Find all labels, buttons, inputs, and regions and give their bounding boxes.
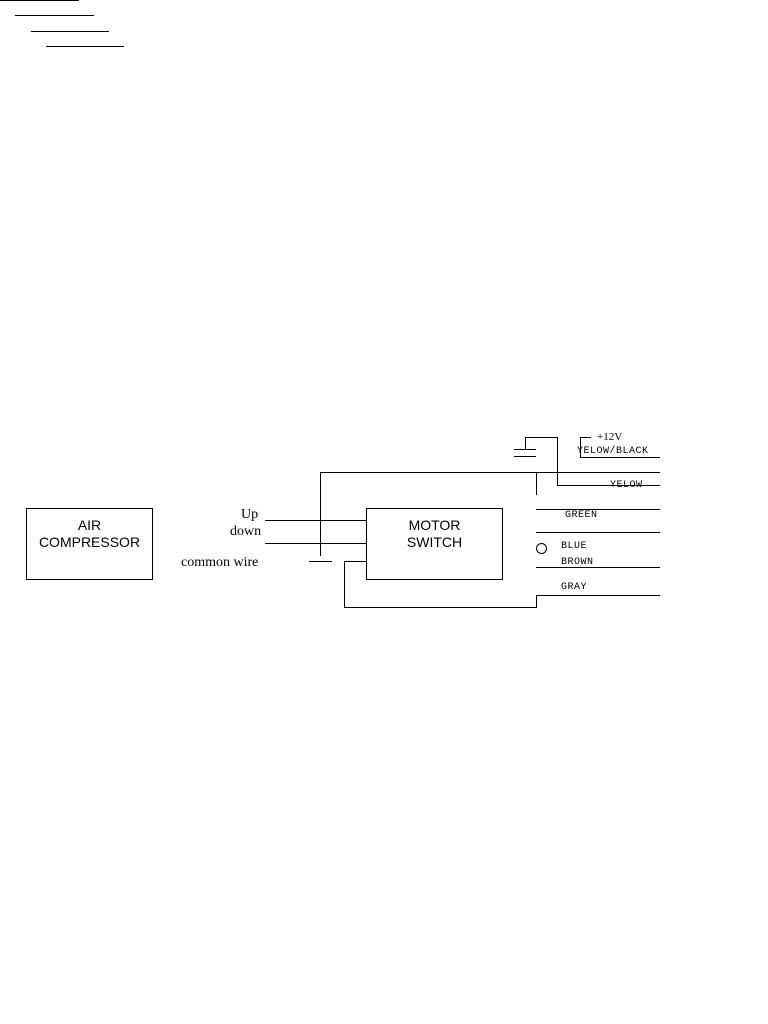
motor-switch-label-line-2: SWITCH: [406, 534, 463, 550]
plus-12v-label: +12V: [597, 431, 623, 443]
yellow-black-wire: [580, 457, 660, 458]
air-compressor-box: AIR COMPRESSOR: [26, 508, 153, 580]
blue-wire-connector-icon: [536, 543, 547, 554]
top-bus-wire: [320, 472, 660, 473]
down-wire-label: down: [230, 524, 262, 539]
air-compressor-label-line-2: COMPRESSOR: [38, 534, 141, 550]
gray-wire-label: GRAY: [561, 582, 588, 593]
gray-return-drop: [536, 595, 537, 607]
plus-12v-riser: [580, 437, 581, 457]
capacitor-plate-bottom: [514, 456, 536, 457]
gray-return-riser: [344, 561, 345, 607]
yellow-wire: [557, 485, 660, 486]
common-wire-riser: [320, 472, 321, 556]
green-wire-label: GREEN: [565, 510, 598, 521]
up-wire-label: Up: [241, 507, 259, 522]
capacitor-right-lead: [557, 437, 558, 485]
air-compressor-label-line-1: AIR: [77, 517, 102, 533]
blue-wire-label: BLUE: [561, 541, 588, 552]
yellow-black-wire-label: YELOW/BLACK: [577, 446, 649, 457]
plus-12v-tick: [580, 437, 591, 438]
brown-wire-label: BROWN: [561, 557, 594, 568]
down-wire: [265, 543, 366, 544]
capacitor-top-lead: [525, 437, 558, 438]
up-wire: [265, 520, 366, 521]
blue-wire: [536, 532, 660, 533]
header-rule-4: [46, 46, 124, 47]
common-wire-label: common wire: [181, 555, 259, 570]
header-rule-3: [31, 31, 109, 32]
common-wire-stub: [309, 561, 332, 562]
brown-wire: [536, 567, 660, 568]
yellow-wire-label: YELOW: [610, 481, 643, 491]
top-bus-drop: [536, 472, 537, 495]
header-rule-1: [0, 0, 79, 1]
capacitor-plate-top: [514, 449, 536, 450]
gray-return-entry: [344, 561, 366, 562]
motor-switch-label-line-1: MOTOR: [408, 517, 461, 533]
gray-wire: [536, 595, 660, 596]
motor-switch-box: MOTOR SWITCH: [366, 508, 503, 580]
green-wire: [536, 509, 660, 510]
gray-return-bottom: [344, 607, 537, 608]
header-rule-2: [15, 15, 94, 16]
capacitor-lead: [525, 437, 526, 449]
